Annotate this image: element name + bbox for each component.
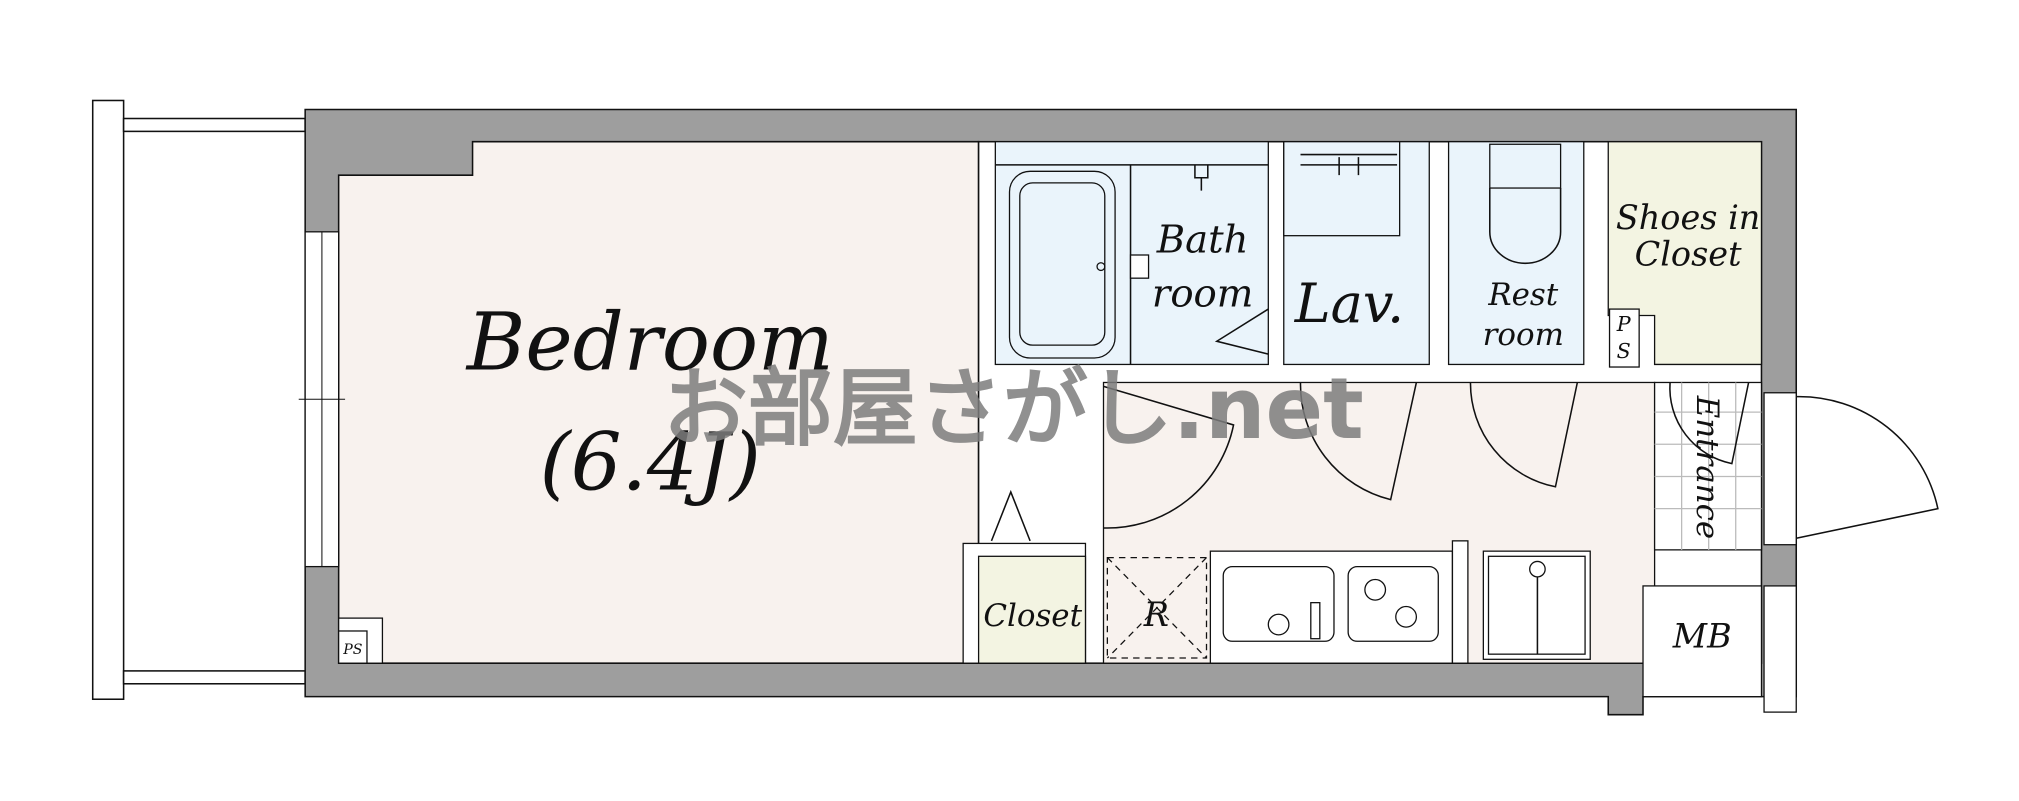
restroom (1447, 141, 1585, 366)
bath-label-2: room (1152, 272, 1254, 317)
ps-upper-2: S (1617, 339, 1631, 363)
shoes-label-2: Closet (1635, 234, 1742, 273)
bathroom (994, 141, 1269, 366)
rest-label-2: room (1483, 317, 1564, 353)
bedroom-label: Bedroom (465, 296, 834, 389)
mb-label: MB (1672, 617, 1732, 656)
rest-label-1: Rest (1487, 277, 1558, 313)
burner-icon (1395, 605, 1418, 628)
ps-upper-1: P (1616, 312, 1632, 336)
bath-label-1: Bath (1156, 217, 1249, 262)
meter-box (1642, 585, 1763, 698)
kitchen-counter (1209, 540, 1469, 664)
entrance-label: Entrance (1689, 395, 1725, 540)
watermark: お部屋さがし.net (663, 360, 1364, 459)
lavatory (1283, 141, 1430, 366)
washing-machine-space (1482, 550, 1591, 660)
ps-lower: PS (342, 642, 363, 658)
shoes-label-1: Shoes in (1616, 198, 1761, 237)
burner-icon (1364, 578, 1387, 601)
balcony (91, 99, 306, 701)
closet-label: Closet (983, 598, 1082, 634)
lav-label: Lav. (1294, 272, 1404, 335)
refrigerator-label: R (1143, 595, 1169, 634)
closet (962, 542, 1087, 664)
refrigerator-space (1106, 556, 1208, 659)
doors (990, 382, 1939, 542)
shoes-closet (1607, 141, 1763, 368)
bedroom-window (298, 231, 346, 568)
bedroom-size-label: (6.4J) (540, 415, 761, 508)
